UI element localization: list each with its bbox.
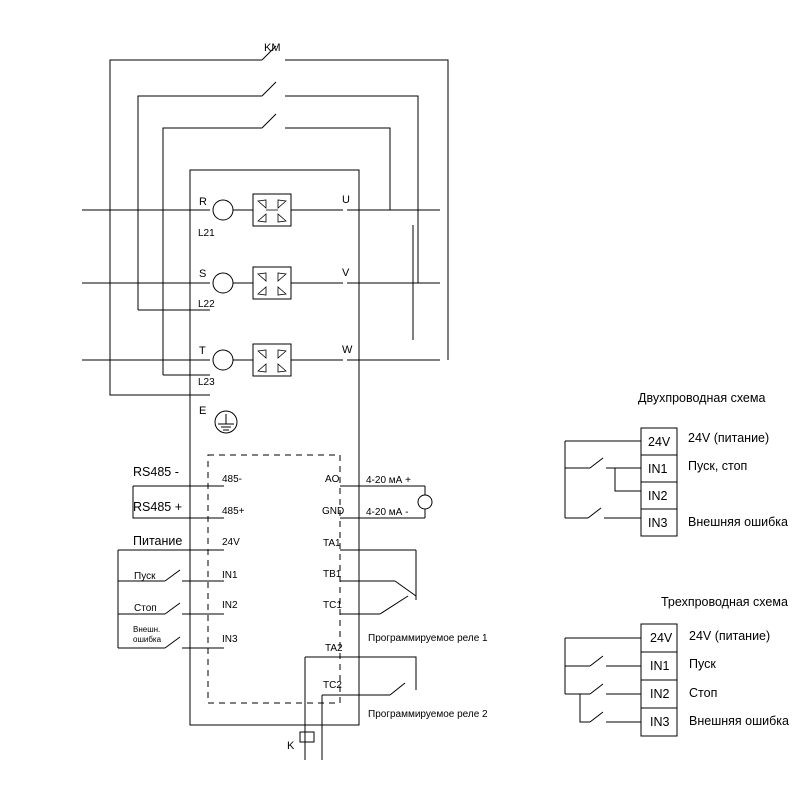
soft-starter-box <box>189 169 360 726</box>
two-wire-scheme: Двухпроводная схема 24V IN1 IN2 IN3 24V … <box>564 391 788 537</box>
start-label: Пуск <box>134 571 156 582</box>
external-left-wiring: RS485 - RS485 + Питание Пуск Стоп Внешн.… <box>117 465 224 649</box>
terminal-tb1: TB1 <box>323 569 342 580</box>
ao-minus-label: 4-20 мА - <box>366 507 408 518</box>
terminal-485-plus: 485+ <box>222 506 245 517</box>
terminal-t-label: T <box>199 345 206 357</box>
right-terminals: AO GND TA1 TB1 TC1 TA2 TC2 <box>322 474 344 691</box>
three-wire-desc-1: 24V (питание) <box>689 629 770 643</box>
coil-k: K <box>287 656 340 760</box>
current-sensor-l22 <box>212 272 234 294</box>
three-wire-terminal-4: IN3 <box>650 715 670 729</box>
analog-output: 4-20 мА + 4-20 мА - <box>340 475 433 519</box>
three-wire-desc-2: Пуск <box>689 657 716 671</box>
terminal-s-label: S <box>199 268 206 280</box>
three-wire-desc-3: Стоп <box>689 686 717 700</box>
coil-icon <box>299 731 315 743</box>
two-wire-terminal-1: 24V <box>648 435 671 449</box>
three-wire-terminal-1: 24V <box>650 631 673 645</box>
relay-1: Программируемое реле 1 <box>340 549 488 644</box>
ammeter-icon <box>417 494 433 510</box>
ground-label: E <box>199 405 206 417</box>
current-sensor-l23 <box>212 349 234 371</box>
relay-2-label: Программируемое реле 2 <box>368 709 488 720</box>
rs485-minus-label: RS485 - <box>133 465 179 479</box>
two-wire-desc-1: 24V (питание) <box>688 431 769 445</box>
three-wire-desc-4: Внешняя ошибка <box>689 714 789 728</box>
two-wire-desc-4: Внешняя ошибка <box>688 515 788 529</box>
coil-label: K <box>287 740 295 752</box>
three-wire-terminal-2: IN1 <box>650 659 670 673</box>
terminal-in3: IN3 <box>222 634 238 645</box>
three-wire-terminal-3: IN2 <box>650 687 670 701</box>
ext-fault-label-1: Внешн. <box>133 625 160 634</box>
phase-r: R L21 U <box>82 193 440 239</box>
terminal-tc1: TC1 <box>323 600 342 611</box>
ao-plus-label: 4-20 мА + <box>366 475 411 486</box>
two-wire-terminal-3: IN2 <box>648 489 668 503</box>
sensor-l21-label: L21 <box>198 228 215 239</box>
terminal-24v: 24V <box>222 537 240 548</box>
terminal-tc2: TC2 <box>323 680 342 691</box>
two-wire-terminal-4: IN3 <box>648 516 668 530</box>
two-wire-terminal-2: IN1 <box>648 462 668 476</box>
sensor-l22-label: L22 <box>198 299 215 310</box>
left-terminals: 485- 485+ 24V IN1 IN2 IN3 <box>222 474 245 645</box>
contactor-km: KM <box>109 42 449 375</box>
terminal-u-label: U <box>342 194 350 206</box>
terminal-ao: AO <box>325 474 340 485</box>
three-wire-scheme: Трехпроводная схема 24V IN1 IN2 IN3 24V … <box>564 595 789 737</box>
contactor-label: KM <box>264 42 281 54</box>
stop-label: Стоп <box>134 603 157 614</box>
terminal-485-minus: 485- <box>222 474 242 485</box>
ground-terminal: E <box>199 405 238 434</box>
relay-2: Программируемое реле 2 <box>340 656 488 720</box>
terminal-r-label: R <box>199 196 207 208</box>
terminal-w-label: W <box>342 344 353 356</box>
two-wire-desc-2: Пуск, стоп <box>688 459 747 473</box>
phase-s: S L22 V <box>82 266 440 310</box>
terminal-v-label: V <box>342 267 350 279</box>
sensor-l23-label: L23 <box>198 377 215 388</box>
ext-fault-label-2: ошибка <box>133 635 162 644</box>
phase-t: T L23 W <box>82 343 440 388</box>
terminal-ta1: TA1 <box>323 538 341 549</box>
control-board <box>207 454 341 704</box>
rs485-plus-label: RS485 + <box>133 500 182 514</box>
relay-1-label: Программируемое реле 1 <box>368 633 488 644</box>
power-label: Питание <box>133 534 182 548</box>
terminal-ta2: TA2 <box>325 643 343 654</box>
terminal-in2: IN2 <box>222 600 238 611</box>
three-wire-title: Трехпроводная схема <box>661 595 788 609</box>
current-sensor-l21 <box>212 199 234 221</box>
ground-icon <box>214 410 238 434</box>
two-wire-title: Двухпроводная схема <box>638 391 765 405</box>
terminal-gnd: GND <box>322 506 344 517</box>
terminal-in1: IN1 <box>222 570 238 581</box>
